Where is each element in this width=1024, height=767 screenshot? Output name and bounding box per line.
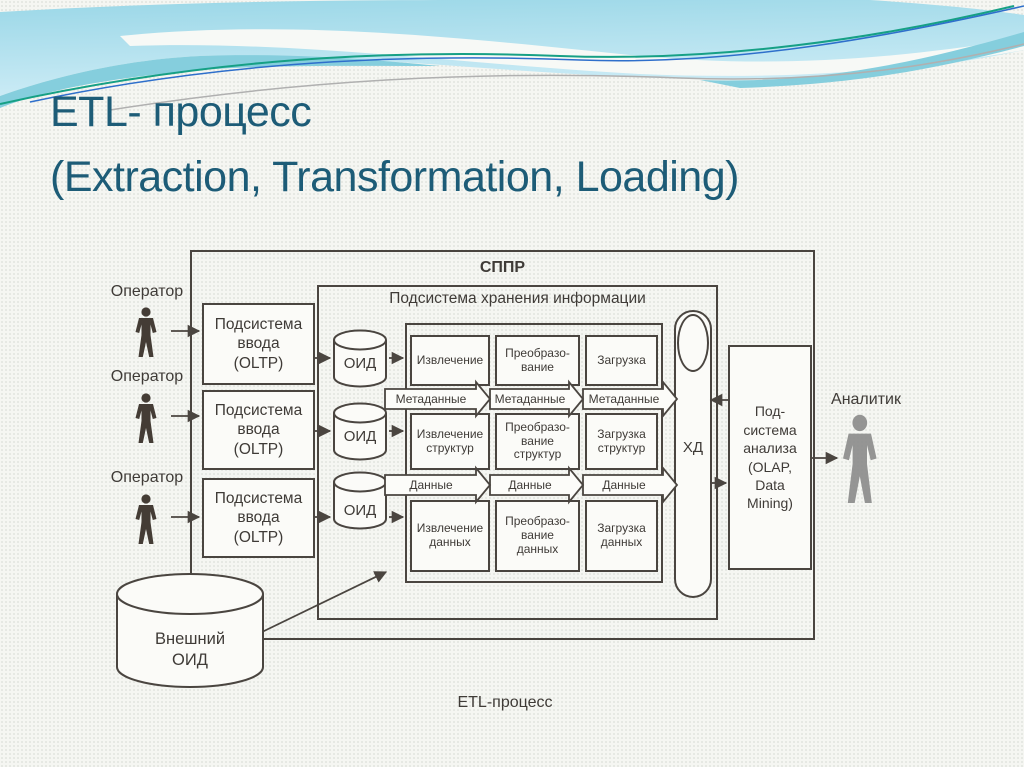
metadata-arrow-label-1: Метаданные (395, 392, 467, 406)
title-line-1: ETL- процесс (50, 88, 312, 136)
warehouse-label: ХД (682, 438, 704, 456)
warehouse-top-ellipse (677, 314, 709, 372)
operator-person-icon-1 (135, 307, 157, 357)
operator-label-2: Оператор (110, 368, 184, 385)
grid-cell-extract-data: Извлечение данных (410, 500, 490, 572)
title-line-2: (Extraction, Transformation, Loading) (50, 152, 739, 201)
grid-cell-load-structures: Загрузка структур (585, 413, 658, 470)
oltp-box-1: Подсистема ввода (OLTP) (202, 303, 315, 385)
data-arrow-label-2: Данные (508, 478, 552, 492)
wave-line-gray (109, 43, 1024, 111)
etl-grid-box (405, 323, 663, 583)
oltp-box-2: Подсистема ввода (OLTP) (202, 390, 315, 470)
grid-cell-transform-data: Преобразо- вание данных (495, 500, 580, 572)
operator-label-3: Оператор (110, 469, 184, 486)
diagram-caption: ETL-процесс (457, 694, 553, 711)
grid-cell-extract-structures: Извлечение структур (410, 413, 490, 470)
analyst-label: Аналитик (831, 391, 901, 408)
wave-turquoise-stripe-left (0, 55, 440, 108)
grid-cell-load: Загрузка (585, 335, 658, 386)
oltp-box-3: Подсистема ввода (OLTP) (202, 478, 315, 558)
grid-cell-load-data: Загрузка данных (585, 500, 658, 572)
analysis-box: Под- система анализа (OLAP, Data Mining) (728, 345, 812, 570)
grid-cell-transform-structures: Преобразо- вание структур (495, 413, 580, 470)
slide-title: ETL- процесс (Extraction, Transformation… (50, 80, 1000, 209)
analyst-person-icon (843, 414, 877, 503)
metadata-arrow-label-2: Метаданные (494, 392, 566, 406)
operator-person-icon-2 (135, 393, 157, 443)
sppr-label: СППР (479, 259, 526, 276)
oid-label-1: ОИД (343, 354, 377, 372)
wave-line-teal (0, 5, 1015, 105)
storage-subsystem-label: Подсистема хранения информации (389, 290, 646, 307)
wave-turquoise-stripe-right (700, 32, 1024, 88)
oid-label-3: ОИД (343, 501, 377, 519)
wave-line-blue (29, 5, 1024, 103)
sppr-box (190, 250, 815, 640)
grid-cell-transform: Преобразо- вание (495, 335, 580, 386)
grid-cell-extract: Извлечение (410, 335, 490, 386)
data-arrow-label-3: Данные (602, 478, 646, 492)
etl-diagram: СППР Подсистема хранения информации Извл… (85, 228, 925, 733)
wave-white-swoosh (120, 29, 1024, 76)
metadata-arrow-label-3: Метаданные (588, 392, 660, 406)
storage-subsystem-box (317, 285, 718, 620)
wave-header-decoration (0, 0, 1024, 111)
operator-person-icon-3 (135, 494, 157, 544)
data-arrow-label-1: Данные (409, 478, 453, 492)
oid-label-2: ОИД (343, 427, 377, 445)
operator-label-1: Оператор (110, 283, 184, 300)
external-oid-label: Внешний ОИД (154, 630, 226, 669)
